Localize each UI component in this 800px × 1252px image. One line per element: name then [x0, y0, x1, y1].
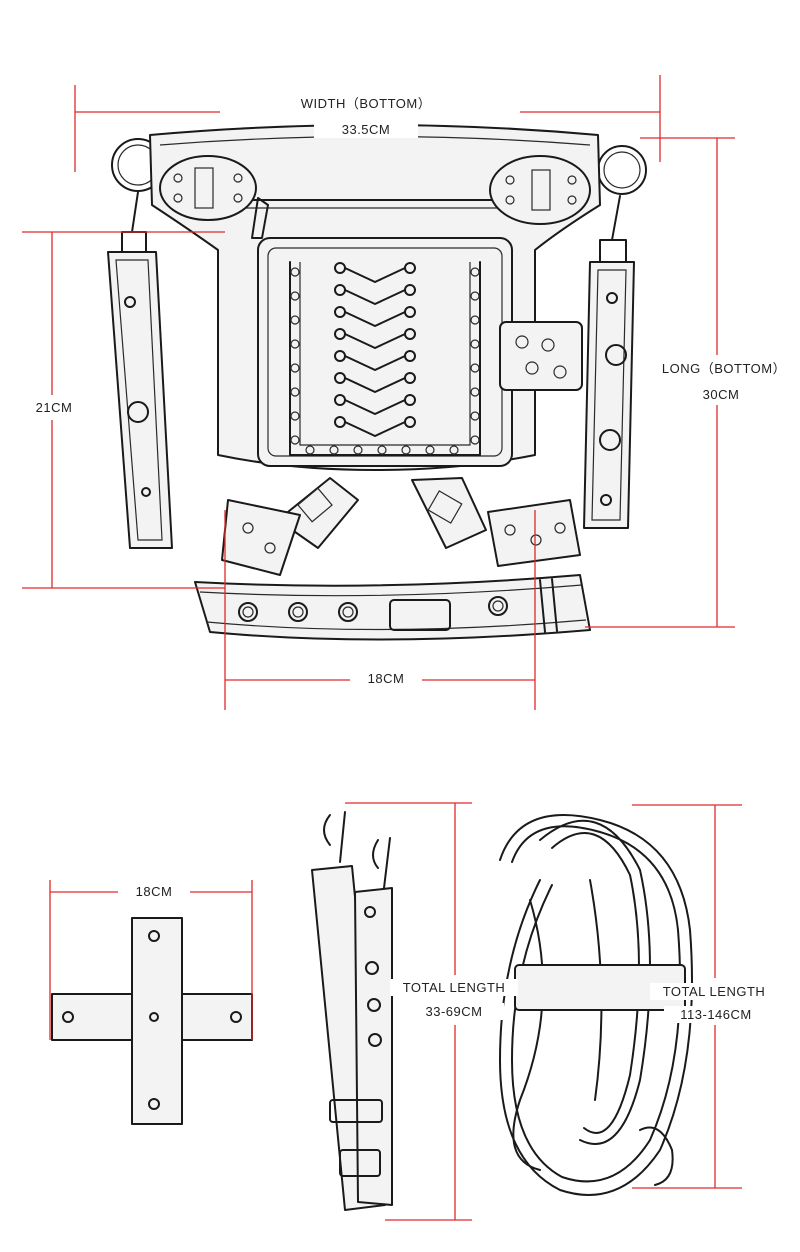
thigh-bag-illustration — [107, 124, 647, 641]
short-strap-title: TOTAL LENGTH — [390, 979, 518, 996]
long-strap-illustration — [499, 814, 693, 1196]
side-tab — [499, 321, 583, 391]
long-strap-clasp-icon — [639, 1126, 674, 1186]
left-side-panel — [221, 499, 301, 576]
left-clasp-icon — [121, 191, 147, 253]
long-strap-loop — [499, 814, 693, 1196]
long-bottom-value: 30CM — [685, 386, 757, 403]
cross-piece-value: 18CM — [118, 883, 190, 900]
right-clasp-icon — [599, 195, 627, 263]
long-strap-value: 113-146CM — [664, 1006, 768, 1023]
left-plate — [159, 155, 257, 221]
right-buckle — [411, 477, 487, 549]
long-strap-title: TOTAL LENGTH — [650, 983, 778, 1000]
cross-vertical-strap — [131, 917, 183, 1125]
short-strap-illustration — [311, 811, 393, 1211]
zipper-pull-icon — [251, 197, 269, 239]
cross-connector-illustration — [51, 917, 253, 1125]
right-ring-icon — [597, 145, 647, 195]
long-bottom-title: LONG（BOTTOM） — [645, 360, 800, 377]
short-strap-value: 33-69CM — [404, 1003, 504, 1020]
right-plate — [489, 155, 591, 225]
height-left-value: 21CM — [22, 399, 86, 416]
dimension-lines — [22, 75, 742, 1221]
bottom-width-value: 18CM — [350, 670, 422, 687]
width-bottom-title: WIDTH（BOTTOM） — [282, 95, 450, 112]
width-bottom-value: 33.5CM — [314, 121, 418, 138]
short-strap-clasp-icon — [323, 811, 346, 863]
right-side-panel — [487, 499, 581, 567]
belt-buckle-icon — [389, 599, 451, 631]
left-side-strap — [107, 251, 173, 549]
